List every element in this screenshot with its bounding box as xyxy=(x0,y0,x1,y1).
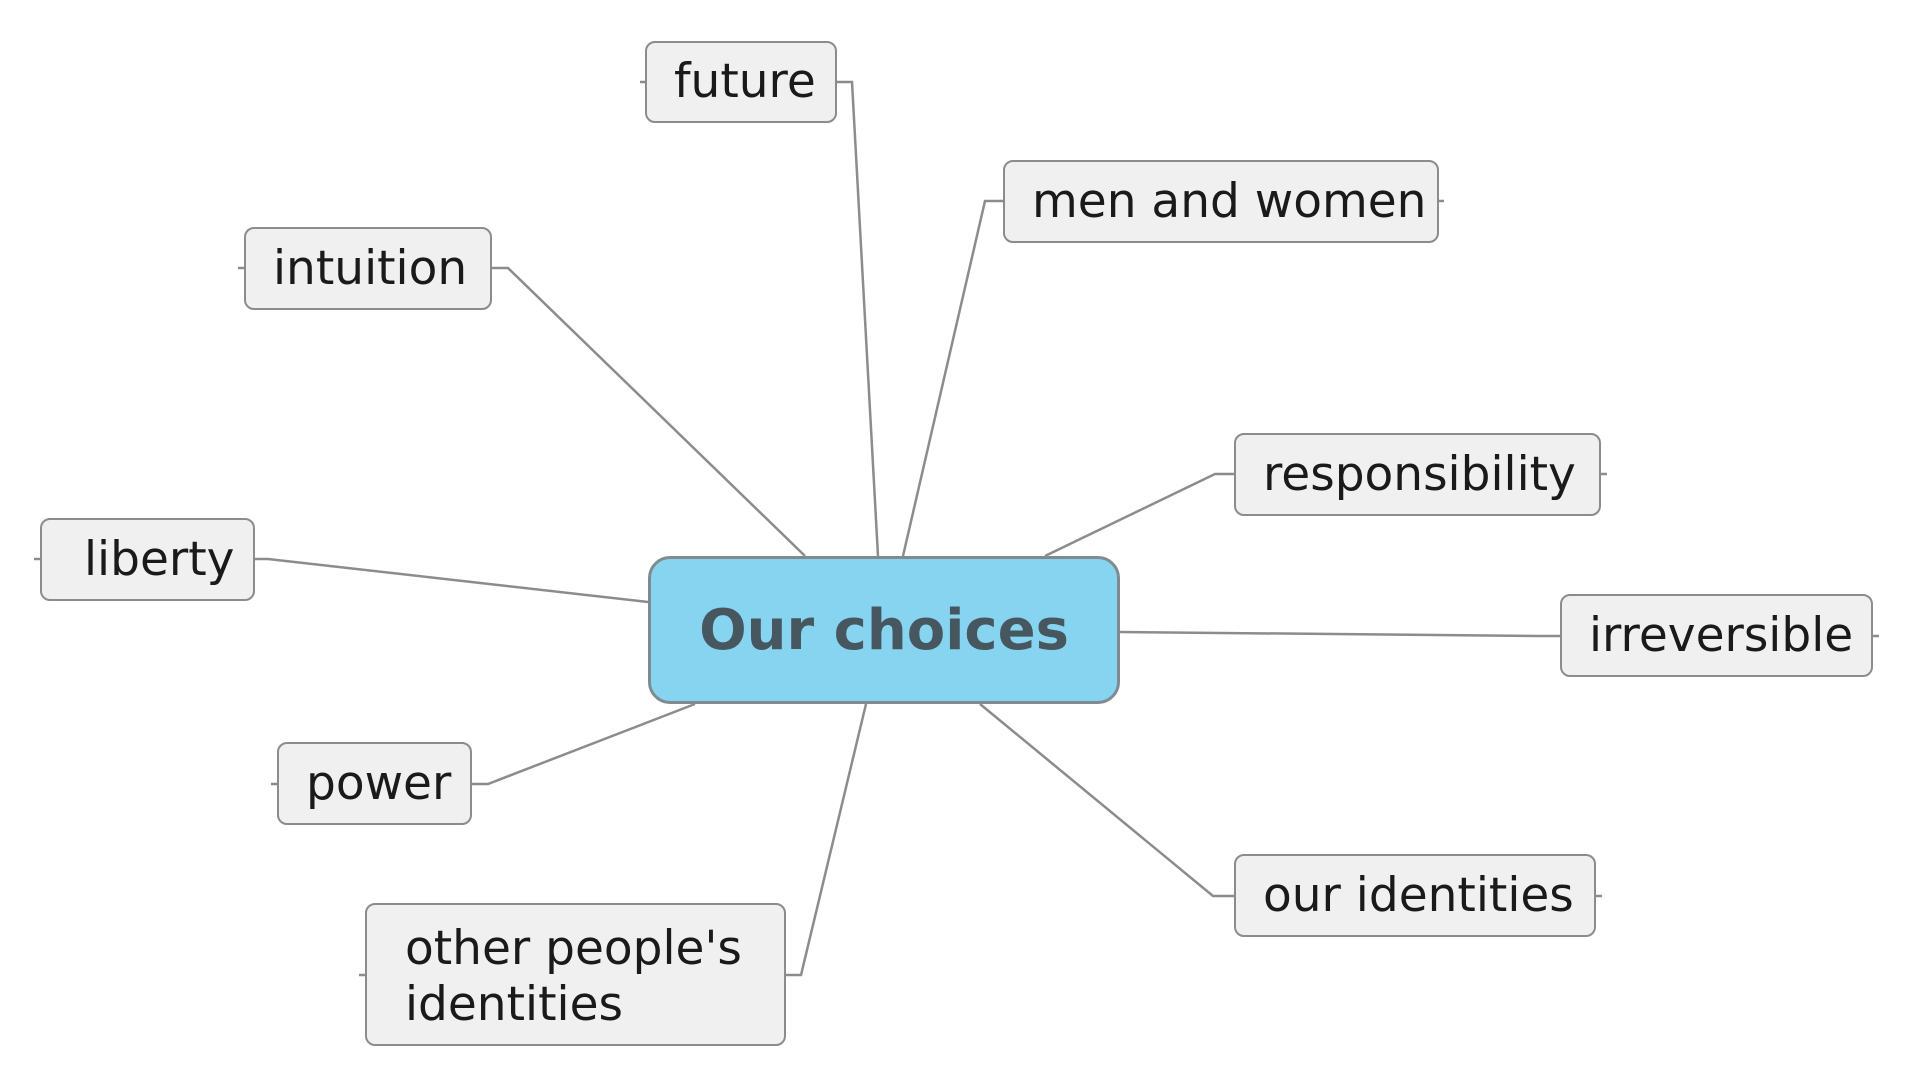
topic-label-power: power xyxy=(306,755,452,811)
topic-label-future: future xyxy=(674,54,816,109)
topic-label-irreversible: irreversible xyxy=(1589,607,1854,663)
topic-node-our-identities[interactable]: our identities xyxy=(1234,854,1596,937)
topic-node-liberty[interactable]: liberty xyxy=(40,518,255,601)
topic-node-responsibility[interactable]: responsibility xyxy=(1234,433,1601,516)
connector-power xyxy=(470,702,696,786)
topic-node-irreversible[interactable]: irreversible xyxy=(1560,594,1873,677)
central-topic-node[interactable]: Our choices xyxy=(648,556,1120,704)
topic-label-our-identities: our identities xyxy=(1263,867,1574,923)
topic-node-future[interactable]: future xyxy=(645,41,837,123)
topic-label-men-and-women: men and women xyxy=(1032,173,1427,229)
topic-label-other-peoples-identities: other people's identities xyxy=(405,921,742,1032)
connector-our-identities xyxy=(979,703,1236,898)
connector-men-and-women xyxy=(901,199,1005,557)
connector-future xyxy=(835,80,880,557)
connector-responsibility xyxy=(1044,472,1236,558)
topic-node-other-peoples-identities[interactable]: other people's identities xyxy=(365,903,786,1046)
topic-label-liberty: liberty xyxy=(84,531,235,587)
central-topic-label: Our choices xyxy=(699,597,1069,663)
connector-other-peoples-identities xyxy=(784,703,868,977)
topic-label-responsibility: responsibility xyxy=(1263,446,1576,502)
topic-node-power[interactable]: power xyxy=(277,742,472,825)
topic-label-intuition: intuition xyxy=(273,240,468,296)
connector-irreversible xyxy=(1119,630,1562,638)
connector-intuition xyxy=(490,266,806,557)
topic-node-men-and-women[interactable]: men and women xyxy=(1003,160,1439,243)
topic-node-intuition[interactable]: intuition xyxy=(244,227,492,310)
connector-liberty xyxy=(253,557,649,604)
